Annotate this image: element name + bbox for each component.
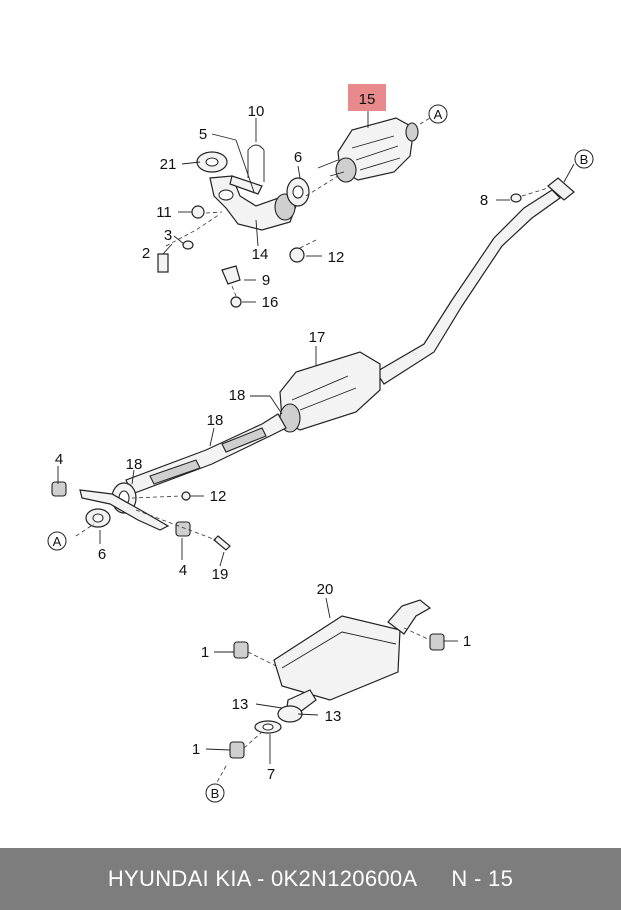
washer-part	[182, 240, 194, 250]
rubber-hanger-part	[429, 633, 445, 651]
tail-pipe-part	[387, 599, 432, 635]
callout-labels: 5 10 21 11 3 2 6 14 12 9 16 15 8 17 18 1…	[55, 91, 488, 783]
callout-9: 9	[262, 272, 270, 289]
callout-17: 17	[309, 329, 326, 346]
callout-7: 7	[267, 766, 275, 783]
part-15-highlight	[348, 84, 386, 111]
u-bolt-part	[247, 144, 265, 182]
ref-b-upper: B	[580, 152, 589, 167]
bracket-part	[79, 489, 170, 531]
callout-1-right: 1	[463, 633, 471, 650]
callout-14: 14	[252, 246, 269, 263]
callout-16: 16	[262, 294, 279, 311]
diagram-canvas: 5 10 21 11 3 2 6 14 12 9 16 15 8 17 18 1…	[47, 84, 594, 803]
callout-18-upper: 18	[229, 387, 246, 404]
callout-10: 10	[248, 103, 265, 120]
footer-part-number: HYUNDAI KIA - 0K2N120600A	[107, 866, 418, 891]
front-pipe-assembly	[157, 117, 431, 308]
callout-5: 5	[199, 126, 207, 143]
nut-part	[510, 193, 522, 203]
footer-page-ref: N - 15	[451, 866, 514, 891]
ref-a-upper: A	[434, 107, 443, 122]
callout-15: 15	[359, 91, 376, 108]
footer-bar: HYUNDAI KIA - 0K2N120600A N - 15	[0, 848, 621, 910]
main-muffler-assembly	[215, 599, 445, 785]
callout-12-lower: 12	[210, 488, 227, 505]
callout-18-middle: 18	[207, 412, 224, 429]
callout-1-upper-left: 1	[201, 644, 209, 661]
nut-part	[181, 491, 191, 501]
callout-2: 2	[142, 245, 150, 262]
ref-b-lower: B	[211, 786, 220, 801]
callout-18-lower: 18	[126, 456, 143, 473]
callout-4-right: 4	[179, 562, 187, 579]
rubber-hanger-part	[233, 641, 249, 659]
rubber-hanger-part	[229, 741, 245, 759]
callout-13-right: 13	[325, 708, 342, 725]
nut-part	[191, 205, 205, 219]
bracket-part	[229, 175, 263, 195]
center-pipe-part	[375, 189, 561, 385]
rubber-hanger-part	[175, 521, 191, 537]
center-pipe-assembly	[51, 189, 561, 551]
callout-8: 8	[480, 192, 488, 209]
callout-4-left: 4	[55, 451, 63, 468]
callout-13-left: 13	[232, 696, 249, 713]
callout-20: 20	[317, 581, 334, 598]
callout-3: 3	[164, 227, 172, 244]
reference-markers: A B A B	[47, 104, 594, 803]
ref-a-lower: A	[53, 534, 62, 549]
bolt-part	[157, 253, 169, 273]
hanger-part	[221, 265, 241, 285]
nut-part	[230, 296, 242, 308]
callout-12-upper: 12	[328, 249, 345, 266]
flange-part	[547, 177, 575, 201]
callout-1-lower-left: 1	[192, 741, 200, 758]
main-muffler-part	[273, 615, 401, 701]
nut-part	[289, 247, 305, 263]
pipe-end-b	[510, 177, 575, 203]
bolt-part	[213, 535, 231, 551]
callout-6-lower: 6	[98, 546, 106, 563]
callout-11: 11	[156, 204, 172, 221]
rubber-hanger-part	[51, 481, 67, 497]
callout-6-upper: 6	[294, 149, 302, 166]
leader-lines	[57, 110, 510, 764]
callout-19: 19	[212, 566, 229, 583]
callout-21: 21	[160, 156, 177, 173]
